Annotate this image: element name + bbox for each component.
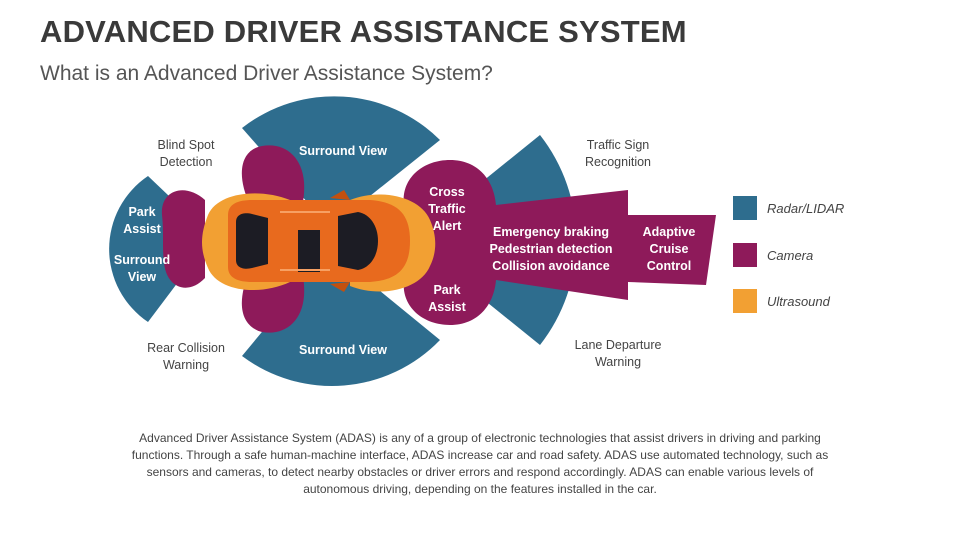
blind-spot-label: Blind Spot Detection bbox=[157, 138, 215, 169]
surround-view-bottom-label: Surround View bbox=[299, 343, 387, 357]
adaptive-cruise-label: Adaptive Cruise Control bbox=[642, 225, 696, 273]
legend-camera: Camera bbox=[733, 243, 813, 267]
radar-bottom-zone bbox=[242, 250, 440, 386]
page-title: ADVANCED DRIVER ASSISTANCE SYSTEM bbox=[40, 14, 687, 49]
radar-top-zone bbox=[242, 96, 440, 229]
description-text: Advanced Driver Assistance System (ADAS)… bbox=[131, 431, 829, 496]
page-subtitle: What is an Advanced Driver Assistance Sy… bbox=[40, 62, 493, 85]
legend-ultrasound-swatch bbox=[733, 289, 757, 313]
traffic-sign-label: Traffic Sign Recognition bbox=[584, 138, 651, 169]
emergency-braking-label: Emergency braking Pedestrian detection C… bbox=[489, 225, 613, 273]
surround-view-rear-label: Surround View bbox=[113, 253, 171, 284]
cross-traffic-label: Cross Traffic Alert bbox=[428, 185, 466, 233]
legend-camera-swatch bbox=[733, 243, 757, 267]
legend-ultrasound-label: Ultrasound bbox=[767, 293, 830, 309]
legend-radar: Radar/LIDAR bbox=[733, 196, 844, 220]
car-top-view bbox=[228, 190, 410, 292]
park-assist-rear-label: Park Assist bbox=[123, 205, 161, 236]
camera-front-zone bbox=[403, 160, 716, 325]
legend-ultrasound: Ultrasound bbox=[733, 289, 830, 313]
park-assist-front-label: Park Assist bbox=[428, 283, 466, 314]
rear-collision-label: Rear Collision Warning bbox=[147, 341, 225, 372]
surround-view-top-label: Surround View bbox=[299, 144, 387, 158]
camera-rear-zone bbox=[161, 190, 205, 288]
legend-camera-label: Camera bbox=[767, 247, 814, 263]
legend-radar-label: Radar/LIDAR bbox=[767, 200, 845, 216]
lane-departure-label: Lane Departure Warning bbox=[574, 338, 662, 369]
legend-radar-swatch bbox=[733, 196, 757, 220]
